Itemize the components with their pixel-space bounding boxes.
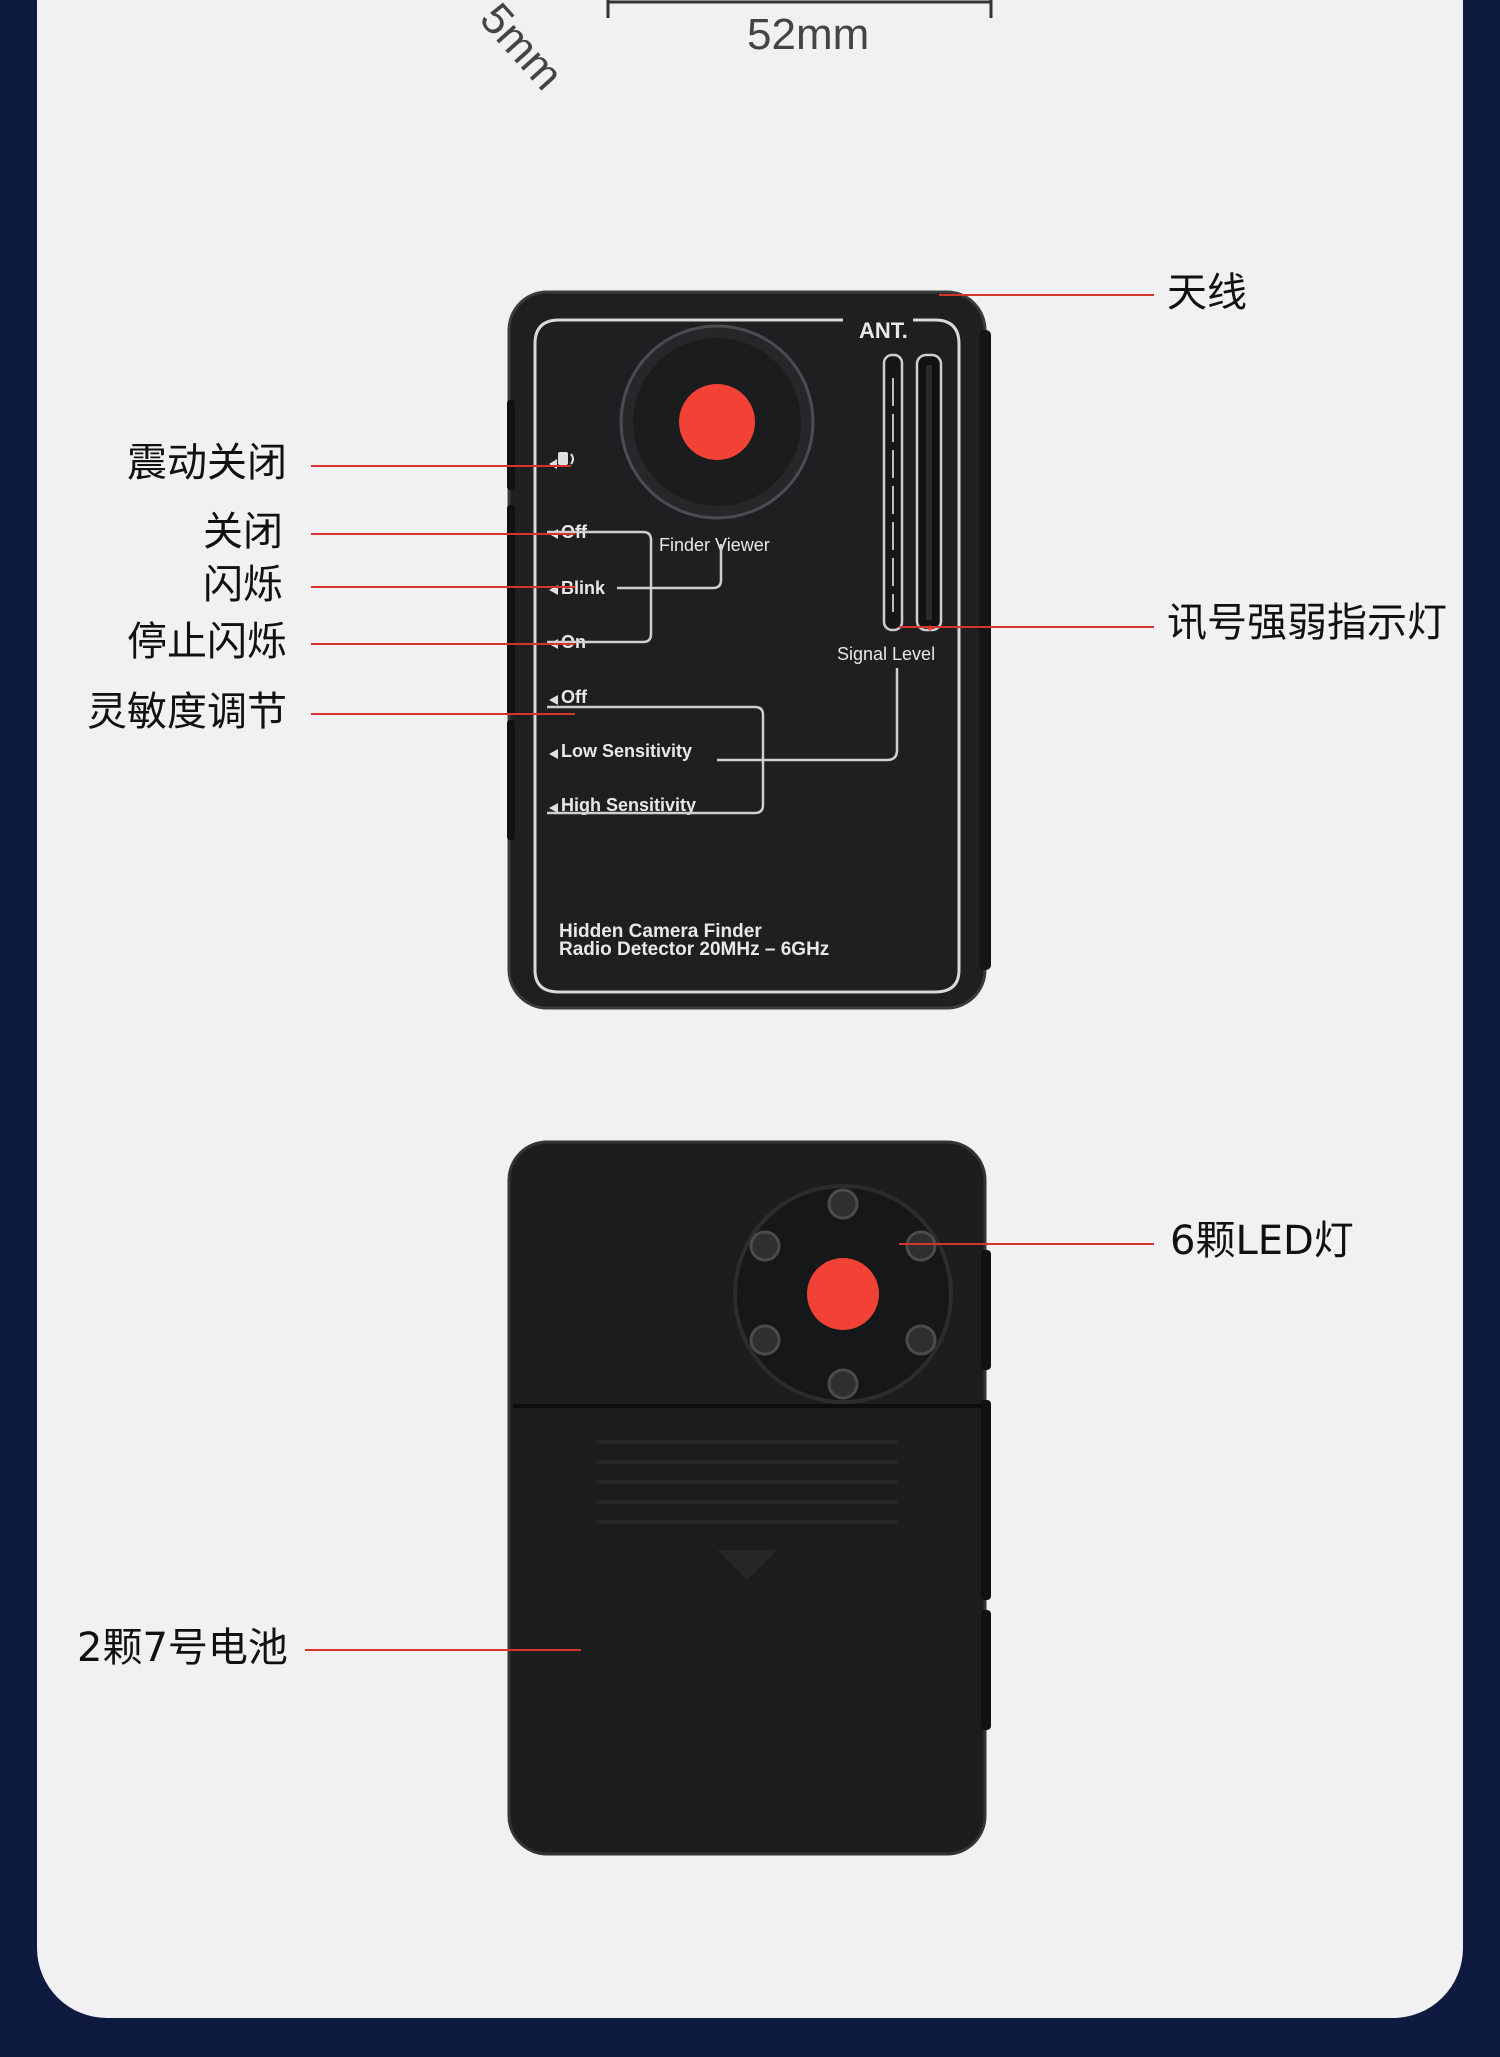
- sensitivity-callout: 灵敏度调节: [87, 689, 287, 735]
- signal-indicator-callout: 讯号强弱指示灯: [1167, 600, 1447, 646]
- product-panel: 52mm 5mm ANT. Signal Level Finder Viewer…: [37, 0, 1463, 2018]
- vibration-off-callout: 震动关闭: [127, 440, 287, 486]
- antenna-callout: 天线: [1167, 270, 1247, 316]
- blink-leader: [311, 586, 575, 588]
- lens-red-filter: [679, 384, 755, 460]
- antenna-mark: ANT.: [859, 318, 908, 343]
- product-line-1: Hidden Camera Finder: [559, 921, 762, 942]
- sens-off-label: Off: [561, 687, 588, 707]
- led-array: [749, 1188, 937, 1400]
- stop-blink-leader: [311, 643, 575, 645]
- finder-viewer-label: Finder Viewer: [659, 535, 770, 555]
- led-leader: [899, 1243, 1154, 1245]
- sensitivity-leader: [311, 713, 575, 715]
- dimension-annotation: [606, 0, 993, 18]
- detector-front-device: ANT. Signal Level Finder Viewer Off Blin…: [507, 290, 991, 1010]
- vibration-leader: [311, 465, 571, 467]
- battery-leader: [305, 1649, 581, 1651]
- sens-high-label: High Sensitivity: [561, 795, 696, 815]
- sens-low-label: Low Sensitivity: [561, 741, 692, 761]
- detector-back-device: [507, 1140, 991, 1856]
- signal-leader: [899, 626, 1154, 628]
- mode-blink-label: Blink: [561, 578, 606, 598]
- leds-callout: 6颗LED灯: [1170, 1218, 1354, 1264]
- product-line-2: Radio Detector 20MHz – 6GHz: [559, 939, 829, 960]
- blink-callout: 闪烁: [203, 562, 283, 608]
- width-dimension-label: 52mm: [747, 10, 870, 59]
- battery-callout: 2颗7号电池: [77, 1625, 288, 1671]
- off-callout: 关闭: [203, 509, 283, 555]
- stop-blink-callout: 停止闪烁: [127, 619, 287, 665]
- signal-level-label: Signal Level: [837, 644, 935, 664]
- back-lens-red-filter: [807, 1258, 879, 1330]
- off-leader: [311, 533, 575, 535]
- antenna-leader: [939, 294, 1154, 296]
